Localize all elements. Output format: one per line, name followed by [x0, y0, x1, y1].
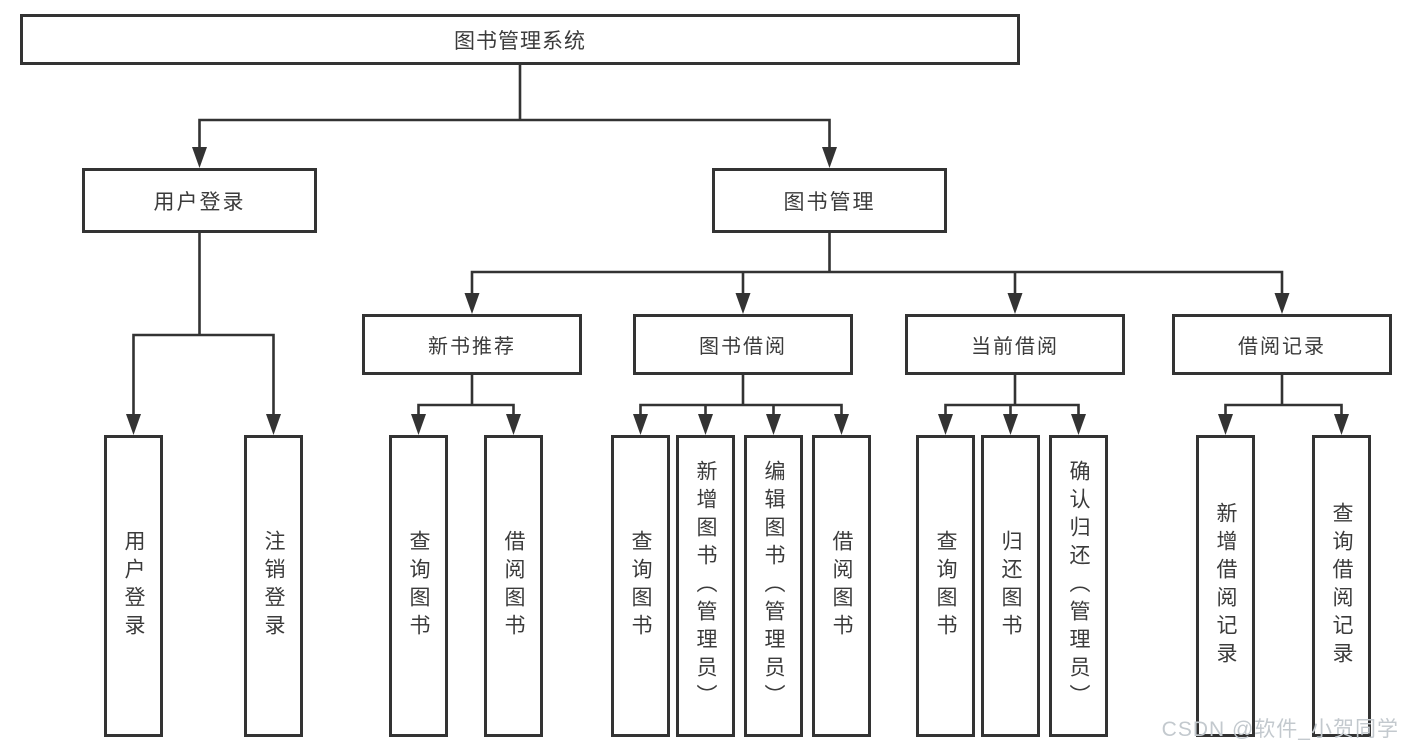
edge-userlogin-to-leaves: [132, 231, 275, 418]
arrow-icon: [411, 414, 426, 435]
arrow-icon: [464, 293, 480, 314]
leaf-user-login: 用户登录: [104, 435, 163, 737]
leaf-label: 注销登录: [262, 530, 285, 642]
arrow-icon: [1007, 293, 1023, 314]
node-book-borrow: 图书借阅: [633, 314, 853, 375]
arrow-icon: [266, 414, 281, 435]
leaf-label: 用户登录: [122, 530, 145, 642]
leaf-logout: 注销登录: [244, 435, 303, 737]
arrow-icon: [698, 414, 713, 435]
edge-newbook-to-leaves: [417, 373, 515, 418]
leaf-label: 借阅图书: [830, 530, 853, 642]
leaf-label: 查询借阅记录: [1330, 502, 1353, 670]
leaf-return-book: 归还图书: [981, 435, 1040, 737]
arrow-icon: [938, 414, 953, 435]
leaf-label: 确认归还（管理员）: [1067, 460, 1090, 712]
leaf-label: 查询图书: [934, 530, 957, 642]
arrow-icon: [1003, 414, 1018, 435]
arrow-icon: [633, 414, 648, 435]
leaf-confirm-return-admin: 确认归还（管理员）: [1049, 435, 1108, 737]
leaf-edit-book-admin: 编辑图书（管理员）: [744, 435, 803, 737]
leaf-add-book-admin: 新增图书（管理员）: [676, 435, 735, 737]
arrow-icon: [834, 414, 849, 435]
edge-currentborrow-to-leaves: [944, 373, 1080, 418]
leaf-borrow-books: 借阅图书: [812, 435, 871, 737]
edge-bookborrow-to-leaves: [639, 373, 843, 418]
arrowheads: [126, 147, 1349, 435]
arrow-icon: [192, 147, 207, 168]
edge-bookmgmt-to-level3: [470, 231, 1284, 297]
edge-root-to-level2: [198, 63, 831, 151]
arrow-icon: [126, 414, 141, 435]
node-current-borrow: 当前借阅: [905, 314, 1125, 375]
leaf-query-borrow-record: 查询借阅记录: [1312, 435, 1371, 737]
edge-records-to-leaves: [1224, 373, 1343, 418]
node-new-book-recommend: 新书推荐: [362, 314, 582, 375]
node-borrow-records: 借阅记录: [1172, 314, 1392, 375]
leaf-label: 查询图书: [629, 530, 652, 642]
leaf-borrow-books-recommend: 借阅图书: [484, 435, 543, 737]
arrow-icon: [1218, 414, 1233, 435]
leaf-label: 新增借阅记录: [1214, 502, 1237, 670]
leaf-add-borrow-record: 新增借阅记录: [1196, 435, 1255, 737]
node-book-management: 图书管理: [712, 168, 947, 233]
arrow-icon: [822, 147, 837, 168]
arrow-icon: [506, 414, 521, 435]
leaf-query-books-borrow: 查询图书: [611, 435, 670, 737]
arrow-icon: [1274, 293, 1290, 314]
leaf-label: 编辑图书（管理员）: [762, 460, 785, 712]
node-user-login-branch: 用户登录: [82, 168, 317, 233]
arrow-icon: [1334, 414, 1349, 435]
arrow-icon: [766, 414, 781, 435]
leaf-label: 查询图书: [407, 530, 430, 642]
leaf-label: 借阅图书: [502, 530, 525, 642]
leaf-label: 归还图书: [999, 530, 1022, 642]
leaf-query-books-current: 查询图书: [916, 435, 975, 737]
leaf-label: 新增图书（管理员）: [694, 460, 717, 712]
node-root: 图书管理系统: [20, 14, 1020, 65]
arrow-icon: [1071, 414, 1086, 435]
leaf-query-books-recommend: 查询图书: [389, 435, 448, 737]
arrow-icon: [735, 293, 751, 314]
